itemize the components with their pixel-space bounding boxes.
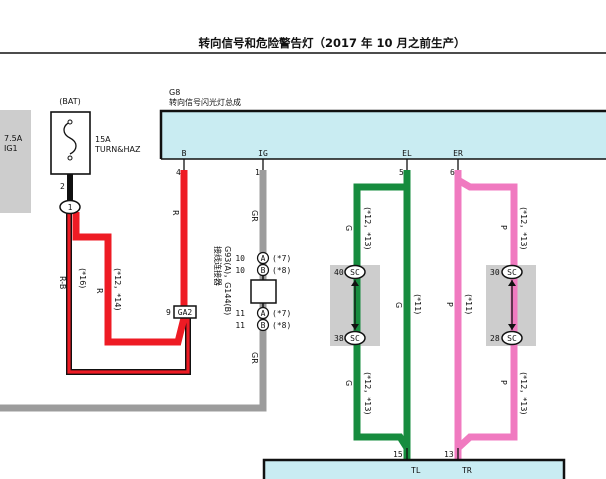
junction-opt-4: (*8)	[272, 321, 291, 330]
left-fuse-name: IG1	[4, 144, 18, 153]
sc-right-bot-label: SC	[507, 334, 517, 343]
label-g-mid-opt: (*11)	[413, 294, 422, 314]
sc-right-top-num: 30	[490, 268, 500, 277]
bottom-pin-tr-num: 13	[444, 450, 454, 459]
label-r-opt: (*12，*14)	[113, 268, 122, 311]
junction-letter-2: B	[261, 266, 266, 275]
sc-right-bot-num: 28	[490, 334, 500, 343]
junction-connector: A B A B 10 10 11 11 (*7) (*8) (*7) (*8) …	[213, 246, 291, 332]
label-p-top-opt: (*12，*13)	[519, 207, 528, 250]
module-pin-b-num: 4	[176, 168, 181, 177]
module-pin-ig-num: 1	[255, 168, 260, 177]
label-r-left: R	[95, 288, 104, 294]
ga2-label: GA2	[178, 308, 193, 317]
junction-label-line: G93(A)，G144(B)	[223, 246, 232, 315]
module-pin-el: EL	[402, 149, 412, 158]
junction-num-1: 10	[235, 254, 245, 263]
sc-left-bot-label: SC	[350, 334, 360, 343]
label-g-mid: G	[394, 302, 403, 308]
junction-letter-3: A	[261, 309, 266, 318]
junction-opt-2: (*8)	[272, 266, 291, 275]
junction-num-4: 11	[235, 321, 245, 330]
left-fuse-amp: 7.5A	[4, 134, 23, 143]
label-r16: (*16)	[78, 268, 87, 288]
label-p-bot: P	[499, 380, 508, 385]
module-pin-ig: IG	[258, 149, 268, 158]
label-r-right: R	[171, 210, 180, 216]
diagram-title: 转向信号和危险警告灯（2017 年 10 月之前生产）	[198, 36, 465, 50]
label-p-mid-opt: (*11)	[464, 294, 473, 314]
label-g-bot: G	[344, 380, 353, 386]
label-gr-top: GR	[250, 210, 259, 222]
bottom-module	[262, 458, 566, 479]
fuse-name: TURN&HAZ	[94, 145, 141, 154]
flasher-module	[161, 111, 606, 159]
fuse-amp: 15A	[95, 135, 111, 144]
bottom-pin-tl-num: 15	[393, 450, 403, 459]
module-code: G8	[169, 88, 180, 97]
junction-opt-3: (*7)	[272, 309, 291, 318]
wire-red-opt	[72, 212, 188, 346]
ga2-connector	[173, 305, 197, 319]
fuse-source: (BAT)	[59, 97, 80, 106]
junction-num-2: 10	[235, 266, 245, 275]
junction-letter-1: A	[261, 254, 266, 263]
module-pin-er: ER	[453, 149, 463, 158]
junction-num-3: 11	[235, 309, 245, 318]
label-p-mid: P	[445, 302, 454, 307]
junction-label-line: 接线连接器	[213, 246, 223, 286]
wire-gray-ig	[0, 170, 267, 412]
bottom-pin-tl: TL	[411, 466, 421, 475]
label-r-b: R-B	[58, 276, 67, 289]
fuse-node	[59, 199, 81, 215]
label-g-bot-opt: (*12，*13)	[363, 372, 372, 415]
label-g-top: G	[344, 225, 353, 231]
bottom-pin-tr: TR	[462, 466, 472, 475]
sc-right-top-label: SC	[507, 268, 517, 277]
sc-left-connector: SC SC 40 38	[334, 264, 366, 346]
module-pin-el-num: 5	[399, 168, 404, 177]
sc-left-bot-num: 38	[334, 334, 344, 343]
label-g-top-opt: (*12，*13)	[363, 207, 372, 250]
label-gr-bottom: GR	[250, 352, 259, 364]
left-fuse-block	[0, 110, 31, 213]
sc-right-connector: SC SC 30 28	[490, 264, 523, 346]
fuse-pin: 2	[60, 182, 65, 191]
junction-opt-1: (*7)	[272, 254, 291, 263]
junction-letter-4: B	[261, 321, 266, 330]
label-p-bot-opt: (*12，*13)	[519, 372, 528, 415]
fuse-icon	[63, 121, 77, 155]
module-pin-er-num: 6	[450, 168, 455, 177]
sc-left-top-label: SC	[350, 268, 360, 277]
module-name: 转向信号闪光灯总成	[169, 97, 241, 107]
junction-label: G93(A)，G144(B)接线连接器	[213, 246, 232, 315]
label-p-top: P	[499, 225, 508, 230]
sc-left-top-num: 40	[334, 268, 344, 277]
ga2-pin: 9	[166, 308, 171, 317]
module-pin-b: B	[182, 149, 187, 158]
fuse-node-label: 1	[68, 203, 73, 212]
